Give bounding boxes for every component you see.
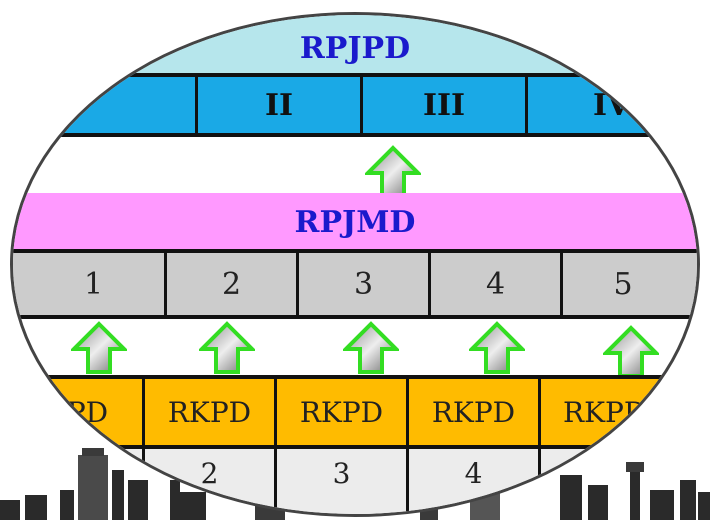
rpjpd-title: RPJPD: [299, 31, 411, 66]
rpjpd-band: RPJPD: [13, 15, 697, 79]
bottom-year-cell: 1: [13, 449, 145, 514]
up-arrow-icon: [603, 325, 659, 378]
up-arrow-icon: [199, 321, 255, 374]
rkpd-cell: RKPD: [563, 395, 647, 429]
year-cell: 1: [13, 253, 167, 315]
year-row: 1 2 3 4 5: [13, 249, 697, 319]
period-cell: I: [13, 77, 198, 133]
magnifier-lens: RPJPD I II III IV RPJMD 1 2 3 4 5: [10, 12, 700, 517]
bottom-year-cell: [541, 449, 697, 514]
year-cell: 4: [431, 253, 563, 315]
up-arrow-icon: [343, 321, 399, 374]
year-cell: 3: [299, 253, 431, 315]
bottom-year-cell: 4: [409, 449, 541, 514]
rkpd-cell: RKPD: [409, 379, 541, 445]
rpjmd-title: RPJMD: [294, 205, 416, 240]
year-cell: 5: [613, 266, 633, 302]
period-cell: III: [363, 77, 528, 133]
period-cell: IV: [528, 77, 697, 133]
rkpd-cell: RKPD: [145, 379, 277, 445]
bottom-year-cell: 3: [277, 449, 409, 514]
up-arrow-icon: [365, 145, 421, 198]
rkpd-cell: RKPD: [13, 379, 145, 445]
period-row: I II III IV: [13, 73, 697, 137]
year-cell: 2: [167, 253, 299, 315]
bottom-year-row: 1 2 3 4: [13, 445, 697, 514]
period-cell: II: [198, 77, 363, 133]
bottom-year-cell: 2: [145, 449, 277, 514]
rkpd-cell: RKPD: [277, 379, 409, 445]
up-arrow-icon: [469, 321, 525, 374]
rkpd-row: RKPD RKPD RKPD RKPD RKPD: [13, 375, 697, 449]
rpjmd-band: RPJMD: [13, 193, 697, 253]
up-arrow-icon: [71, 321, 127, 374]
